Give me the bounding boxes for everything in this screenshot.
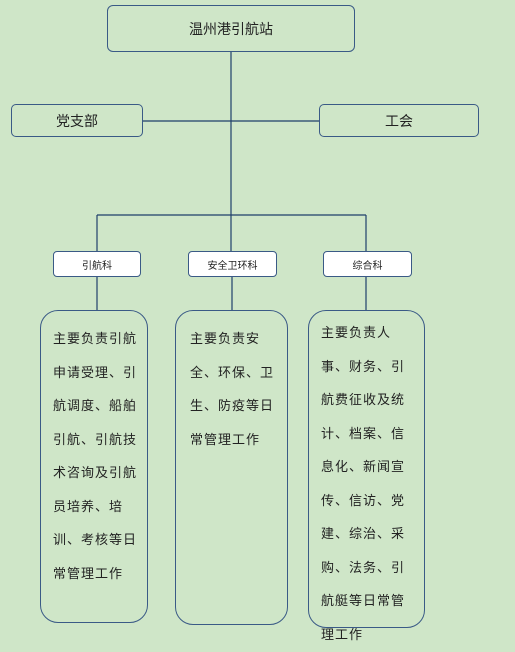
dept-desc-pilotage: 主要负责引航申请受理、引航调度、船舶引航、引航技术咨询及引航员培养、培训、考核等… xyxy=(40,310,148,623)
dept-node-safety: 安全卫环科 xyxy=(188,251,277,277)
dept-desc-safety: 主要负责安全、环保、卫生、防疫等日常管理工作 xyxy=(175,310,288,625)
dept-desc-general: 主要负责人事、财务、引航费征收及统计、档案、信息化、新闻宣传、信访、党建、综治、… xyxy=(308,310,425,643)
root-node: 温州港引航站 xyxy=(107,5,355,52)
dept-label: 综合科 xyxy=(352,260,383,272)
dept-node-general: 综合科 xyxy=(323,251,412,277)
party-branch-node: 党支部 xyxy=(11,104,143,137)
union-label: 工会 xyxy=(385,113,413,130)
union-node: 工会 xyxy=(319,104,479,137)
party-branch-label: 党支部 xyxy=(56,113,98,130)
dept-label: 安全卫环科 xyxy=(207,260,258,272)
dept-desc-text: 主要负责人事、财务、引航费征收及统计、档案、信息化、新闻宣传、信访、党建、综治、… xyxy=(321,326,406,643)
dept-label: 引航科 xyxy=(82,260,112,272)
dept-node-pilotage: 引航科 xyxy=(53,251,141,277)
root-node-label: 温州港引航站 xyxy=(189,21,273,38)
dept-desc-text: 主要负责安全、环保、卫生、防疫等日常管理工作 xyxy=(190,332,275,448)
dept-desc-text: 主要负责引航申请受理、引航调度、船舶引航、引航技术咨询及引航员培养、培训、考核等… xyxy=(53,332,138,582)
